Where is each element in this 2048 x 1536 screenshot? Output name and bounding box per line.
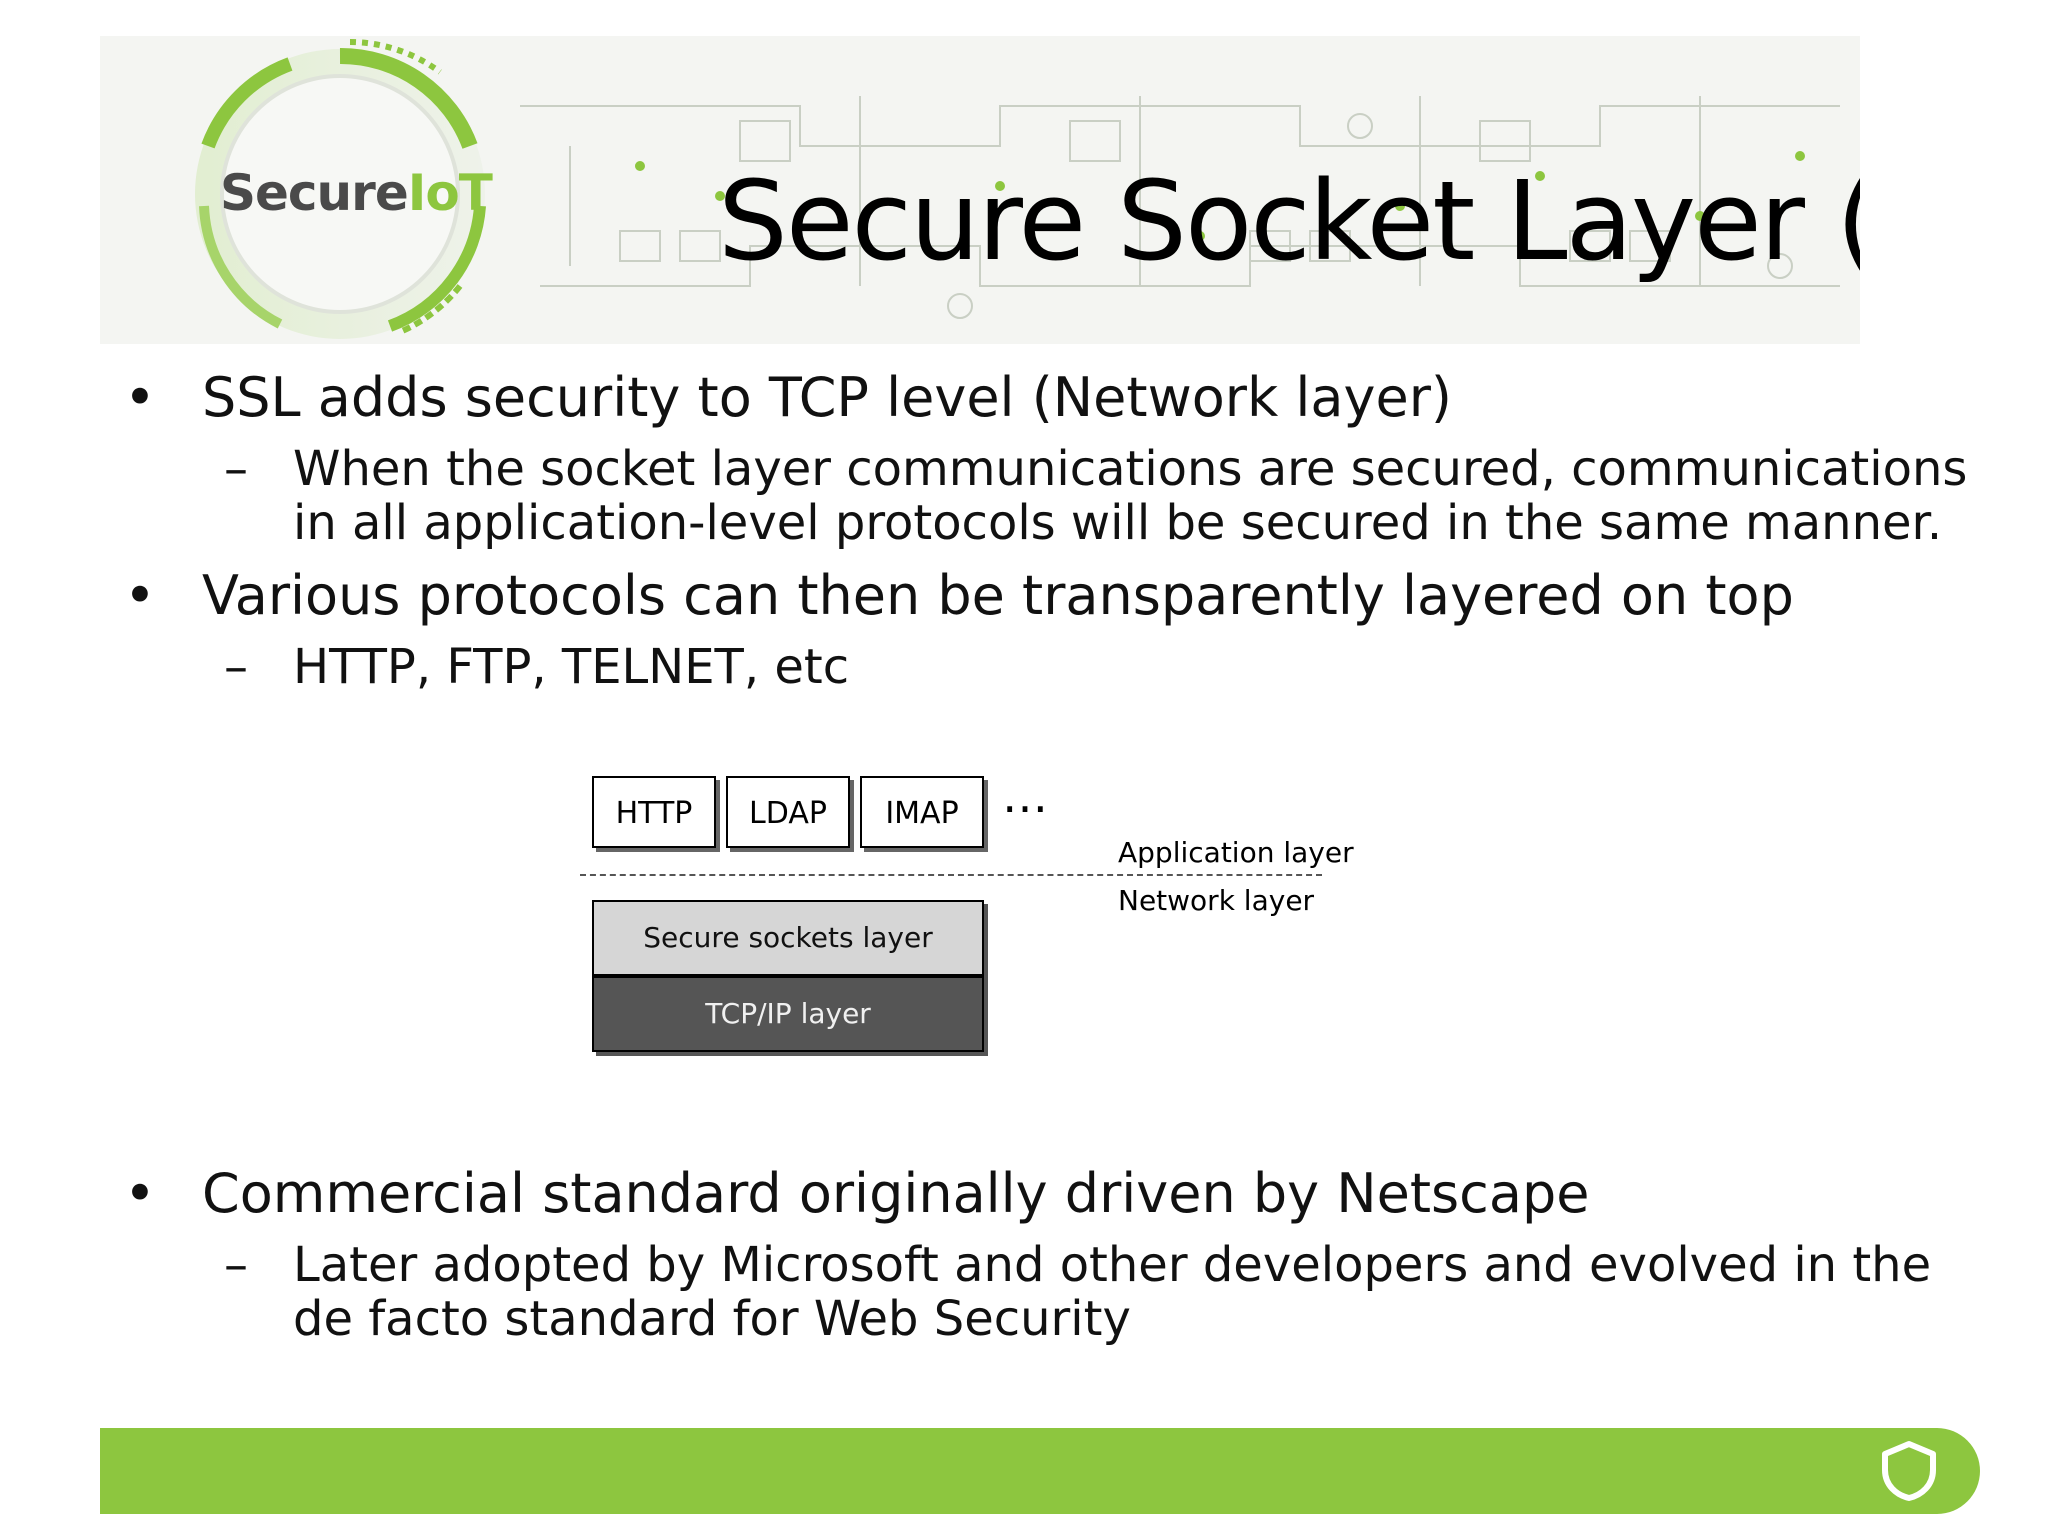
dash-marker: – [224,1237,248,1293]
dash-marker: – [224,441,248,497]
sub-bullet-item: – When the socket layer communications a… [120,441,1968,551]
logo-text: SecureIoT [220,164,493,222]
ssl-layer-diagram: HTTP LDAP IMAP … Application layer Netwo… [580,766,1354,1066]
bullet-marker: • [124,564,156,627]
sub-bullet-line: de facto standard for Web Security [293,1291,1131,1347]
sub-bullet-line: When the socket layer communications are… [293,441,1968,497]
circuit-ring-logo-icon [195,39,486,339]
more-protocols-ellipsis: … [1002,769,1050,823]
bullet-list-bottom: • Commercial standard originally driven … [120,1162,1932,1360]
bullet-item: • SSL adds security to TCP level (Networ… [120,366,1920,430]
sub-bullet-line: Later adopted by Microsoft and other dev… [293,1237,1932,1293]
protocol-box-ldap: LDAP [726,776,850,848]
circuit-background-icon [195,39,1840,339]
ssl-layer-box: Secure sockets layer [592,900,984,976]
header-banner: SecureIoT Secure Socket Layer (SSL) [100,36,1860,344]
slide-title: Secure Socket Layer (SSL) [718,157,1860,285]
logo-suffix: IoT [407,164,493,222]
sub-bullet-line: HTTP, FTP, TELNET, etc [293,639,850,695]
footer-bar [100,1428,1980,1514]
sub-bullet-item: – HTTP, FTP, TELNET, etc [120,640,1920,694]
application-layer-label: Application layer [1118,836,1354,869]
tcp-layer-box: TCP/IP layer [592,976,984,1052]
dash-marker: – [224,639,248,695]
logo-prefix: Secure [220,164,409,222]
bullet-list-top: • SSL adds security to TCP level (Networ… [120,366,1968,708]
sub-bullet-item: – Later adopted by Microsoft and other d… [120,1237,1932,1347]
bullet-item: • Various protocols can then be transpar… [120,564,1920,628]
network-layer-label: Network layer [1118,884,1315,917]
bullet-marker: • [124,366,156,429]
protocol-box-http: HTTP [592,776,716,848]
bullet-text: Various protocols can then be transparen… [202,564,1794,627]
bullet-item: • Commercial standard originally driven … [120,1162,1920,1226]
bullet-text: Commercial standard originally driven by… [202,1162,1590,1225]
bullet-marker: • [124,1162,156,1225]
layer-divider [580,874,1322,876]
bullet-text: SSL adds security to TCP level (Network … [202,366,1452,429]
sub-bullet-line: in all application-level protocols will … [293,495,1943,551]
shield-icon [1882,1441,1936,1501]
protocol-box-imap: IMAP [860,776,984,848]
